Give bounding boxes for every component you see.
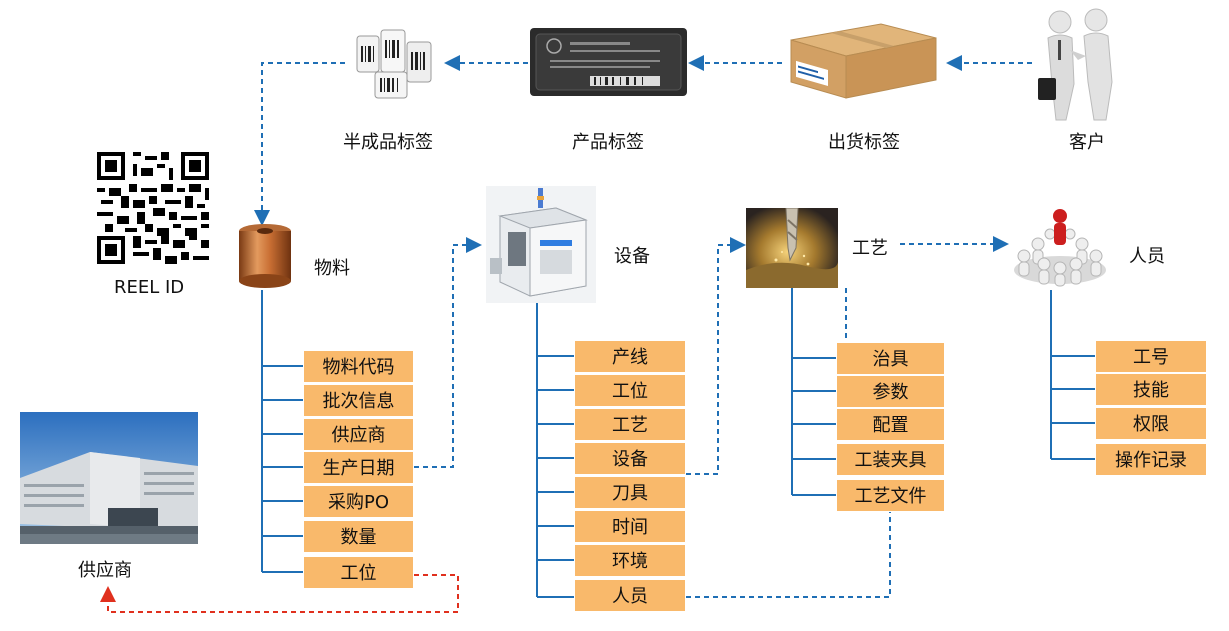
equipment-item-personnel: 人员: [574, 579, 686, 612]
semi-finished-label-caption: 半成品标签: [343, 132, 433, 153]
shipping-box-icon: [786, 20, 941, 100]
link-date-to-equipment: [414, 237, 482, 468]
process-caption: 工艺: [852, 238, 888, 259]
reel-id-caption: REEL ID: [114, 277, 185, 298]
material-item-batch: 批次信息: [303, 384, 414, 417]
personnel-item-operation-log: 操作记录: [1095, 443, 1207, 476]
people-circle-icon: [1010, 204, 1110, 290]
material-tree: [261, 290, 303, 573]
equipment-item-equipment: 设备: [574, 442, 686, 475]
link-personnel-to-process-file: [686, 512, 891, 598]
power-adapter-icon: [530, 28, 687, 96]
customer-caption: 客户: [1069, 132, 1105, 153]
product-label-caption: 产品标签: [572, 132, 644, 153]
supplier-caption: 供应商: [78, 560, 132, 581]
equipment-caption: 设备: [614, 246, 650, 267]
drill-process-icon: [746, 208, 838, 288]
equipment-item-environment: 环境: [574, 544, 686, 577]
barcode-rolls-icon: [345, 22, 440, 102]
material-item-quantity: 数量: [303, 520, 414, 553]
smt-machine-icon: [486, 186, 596, 303]
link-station-to-supplier: [100, 574, 459, 613]
personnel-tree: [1050, 290, 1095, 460]
material-item-station: 工位: [303, 556, 414, 589]
process-item-jig: 工装夹具: [836, 443, 945, 476]
equipment-item-line: 产线: [574, 340, 686, 373]
material-caption: 物料: [314, 258, 350, 279]
material-item-code: 物料代码: [303, 350, 414, 383]
personnel-item-skill: 技能: [1095, 373, 1207, 406]
equipment-item-process: 工艺: [574, 408, 686, 441]
equipment-item-tool: 刀具: [574, 476, 686, 509]
personnel-item-permission: 权限: [1095, 407, 1207, 440]
equipment-item-time: 时间: [574, 510, 686, 543]
process-item-parameters: 参数: [836, 375, 945, 408]
handshake-people-icon: [1030, 4, 1122, 122]
qr-code-icon: [97, 152, 209, 264]
process-tree: [791, 288, 836, 496]
copper-reel-icon: [237, 223, 293, 289]
process-item-configuration: 配置: [836, 408, 945, 441]
link-tool-to-process: [686, 237, 746, 475]
factory-building-icon: [20, 412, 198, 544]
process-item-process-file: 工艺文件: [836, 479, 945, 512]
material-item-date: 生产日期: [303, 451, 414, 484]
material-item-po: 采购PO: [303, 485, 414, 518]
shipping-label-caption: 出货标签: [828, 132, 900, 153]
process-item-fixture: 治具: [836, 342, 945, 375]
arrow-semi-to-material: [254, 62, 345, 226]
equipment-item-station: 工位: [574, 374, 686, 407]
material-item-supplier: 供应商: [303, 418, 414, 451]
equipment-tree: [536, 303, 574, 598]
personnel-item-id: 工号: [1095, 340, 1207, 373]
personnel-caption: 人员: [1129, 246, 1165, 267]
